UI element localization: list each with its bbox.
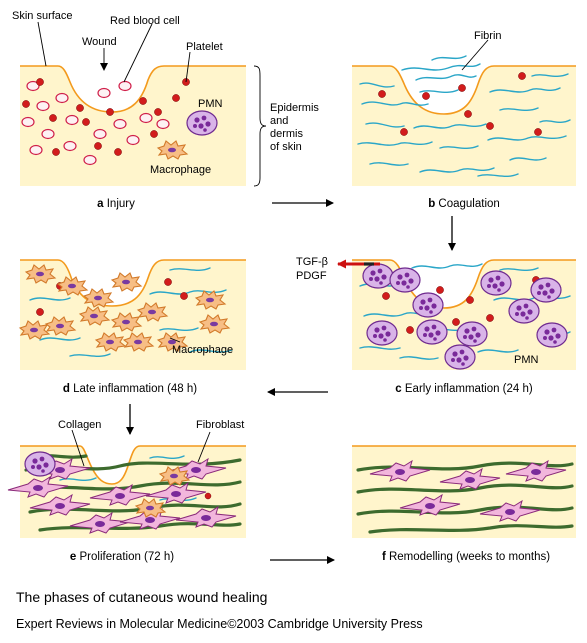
caption-e: e Proliferation (72 h) bbox=[70, 551, 174, 563]
pmn-label: PMN bbox=[198, 98, 223, 110]
panel-b bbox=[352, 39, 576, 186]
panel-d bbox=[19, 259, 246, 370]
pmn-cell-a bbox=[186, 110, 218, 136]
red-blood-cell-label: Red blood cell bbox=[110, 15, 180, 27]
caption-a: a Injury bbox=[97, 198, 135, 210]
skin-surface-label: Skin surface bbox=[12, 10, 73, 22]
epidermis-label-2: and bbox=[270, 115, 288, 127]
wound-label: Wound bbox=[82, 36, 117, 48]
panel-c bbox=[352, 259, 576, 370]
figure-credit: Expert Reviews in Molecular Medicine©200… bbox=[16, 617, 423, 631]
collagen-label: Collagen bbox=[58, 419, 101, 431]
red-blood-cells-a bbox=[21, 80, 170, 166]
fibrin-label: Fibrin bbox=[474, 30, 502, 42]
caption-d: d Late inflammation (48 h) bbox=[63, 383, 197, 395]
platelets-b bbox=[378, 72, 542, 136]
platelet-label: Platelet bbox=[186, 41, 223, 53]
epidermis-label-1: Epidermis bbox=[270, 102, 319, 114]
pmn-label-c: PMN bbox=[514, 354, 539, 366]
pdgf-label: PDGF bbox=[296, 270, 327, 282]
caption-c: c Early inflammation (24 h) bbox=[395, 383, 533, 395]
panel-f bbox=[352, 445, 576, 538]
epidermis-label-4: of skin bbox=[270, 141, 302, 153]
macrophage-label: Macrophage bbox=[150, 164, 211, 176]
tgf-beta-label: TGF-β bbox=[296, 256, 328, 268]
platelets-a bbox=[22, 78, 190, 156]
macrophage-label-d: Macrophage bbox=[172, 344, 233, 356]
figure-title: The phases of cutaneous wound healing bbox=[16, 589, 267, 605]
tissue-brace bbox=[253, 65, 267, 187]
panel-e bbox=[7, 429, 246, 538]
epidermis-label-3: dermis bbox=[270, 128, 304, 140]
caption-f: f Remodelling (weeks to months) bbox=[382, 551, 550, 563]
caption-b: b Coagulation bbox=[428, 198, 500, 210]
panel-a bbox=[20, 21, 267, 187]
fibrin-strands-b bbox=[357, 55, 571, 177]
fibroblast-label: Fibroblast bbox=[196, 419, 244, 431]
